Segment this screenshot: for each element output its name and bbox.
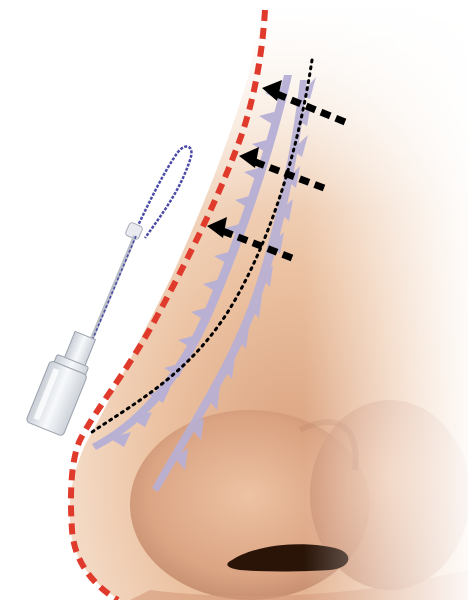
nose-thread-lift-diagram — [0, 0, 468, 600]
diagram-canvas — [0, 0, 468, 600]
